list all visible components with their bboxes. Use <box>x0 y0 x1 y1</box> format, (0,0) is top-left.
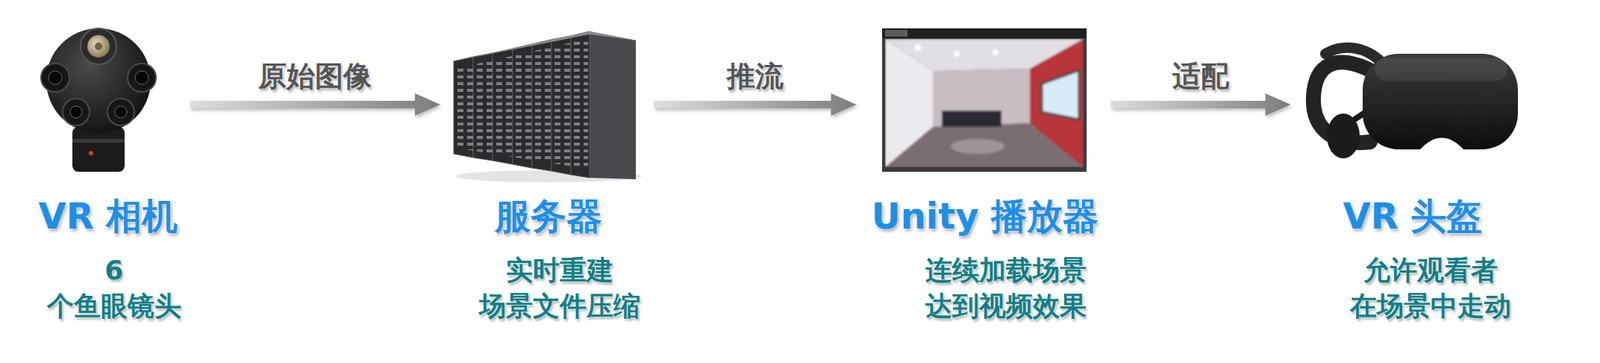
step-description: 允许观看者 在场景中走动 <box>1332 252 1530 324</box>
rack-side <box>589 31 636 180</box>
arrow-label: 适配 <box>1172 59 1230 93</box>
server-rack-picture <box>453 31 642 183</box>
vr-camera-picture <box>41 28 156 172</box>
headset-highlight <box>1374 58 1508 81</box>
room-light <box>914 44 921 51</box>
camera-lens <box>48 70 62 85</box>
camera-lens <box>87 35 110 58</box>
camera-lens <box>70 105 83 118</box>
diagram-step: VR 相机 6 个鱼眼镜头 <box>29 25 188 333</box>
camera-lens-housing <box>80 28 117 65</box>
room-floor <box>885 123 1084 168</box>
step-description: 连续加载场景 达到视频效果 <box>904 252 1108 324</box>
step-description: 实时重建 场景文件压缩 <box>467 252 651 324</box>
camera-indicator <box>88 150 94 156</box>
room-sofa <box>941 110 1002 127</box>
diagram-step: Unity 播放器连续加载场景 达到视频效果 <box>862 28 1109 333</box>
camera-lens-housing <box>127 63 156 92</box>
room-light <box>953 50 960 57</box>
room-table <box>950 138 1005 154</box>
step-title: Unity 播放器 <box>871 194 1100 238</box>
diagram-step: 服务器实时重建 场景文件压缩 <box>446 29 651 333</box>
room-screen <box>1041 70 1080 120</box>
camera-lens-housing <box>62 98 90 126</box>
vr-headset-picture <box>1313 47 1518 159</box>
diagram-step: VR 头盔允许观看者 在场景中走动 <box>1297 41 1530 333</box>
rack-drive-slots <box>455 38 589 169</box>
camera-lens-center <box>94 42 103 50</box>
camera-lens <box>135 70 149 85</box>
window-toolbar <box>882 28 1087 39</box>
headset-nose-gap <box>1419 138 1465 151</box>
room-back-wall <box>932 68 1030 127</box>
camera-base-ring <box>72 138 125 143</box>
step-title: VR 相机 <box>38 194 179 238</box>
flow-arrow <box>190 93 442 116</box>
camera-lens-housing <box>41 63 70 92</box>
room-scene <box>885 38 1084 168</box>
arrow-label: 原始图像 <box>258 59 372 93</box>
headset-headphone <box>1326 113 1360 159</box>
step-title: VR 头盔 <box>1343 194 1483 238</box>
room-light <box>992 49 999 56</box>
flow-arrow <box>1111 93 1292 116</box>
camera-lens-housing <box>107 98 135 126</box>
window-frame <box>882 28 1087 172</box>
unity-player-screenshot <box>882 28 1087 172</box>
step-description: 6 个鱼眼镜头 <box>41 252 188 324</box>
step-title: 服务器 <box>494 194 603 238</box>
flow-arrow <box>653 93 857 116</box>
window-tab <box>885 29 908 37</box>
headset-front <box>1362 53 1518 150</box>
arrow-label: 推流 <box>726 59 784 93</box>
camera-base <box>72 126 125 172</box>
camera-lens <box>114 105 127 118</box>
rack-top <box>453 31 636 62</box>
